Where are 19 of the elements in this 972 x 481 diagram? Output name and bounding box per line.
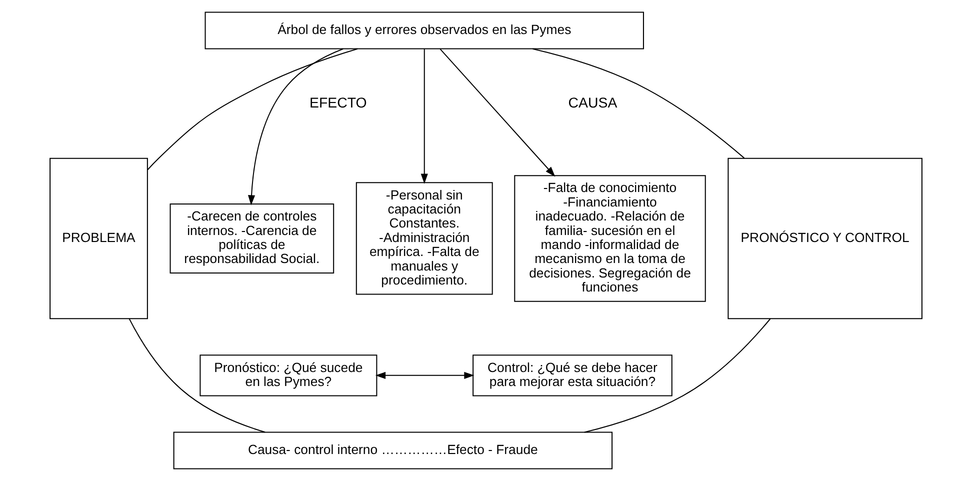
label: EFECTO [310, 95, 367, 112]
arrow [420, 49, 428, 184]
node-box: Árbol de fallos y errores observados en las Pymes [204, 12, 644, 50]
node-box: -Personal sin capacitación Constantes. -Administración empírica. -Falta de manuales y procedimiento. [356, 182, 493, 295]
connector [532, 48, 745, 158]
node-box: PRONÓSTICO Y CONTROL [728, 158, 922, 320]
node-box: Causa- control interno ……………Efecto - Fraude [173, 432, 613, 470]
connector [584, 318, 771, 433]
connector [147, 48, 358, 170]
connector [128, 318, 266, 433]
arrow [375, 372, 474, 379]
node-box: -Falta de conocimiento -Financiamiento inadecuado. -Relación de familia- sucesión en el mando -informalidad de mecanismo en la toma de decisiones. Segregación de funciones [514, 175, 706, 302]
node-box: -Carecen de controles internos. -Carencia de políticas de responsabilidad Social. [170, 203, 334, 274]
arrow [248, 48, 344, 206]
arrow [440, 48, 556, 177]
label: CAUSA [568, 95, 618, 112]
node-box: Pronóstico: ¿Qué sucede en las Pymes? [200, 354, 378, 396]
node-box: PROBLEMA [50, 158, 148, 320]
node-box: Control: ¿Qué se debe hacer para mejorar esta situación? [472, 354, 672, 396]
